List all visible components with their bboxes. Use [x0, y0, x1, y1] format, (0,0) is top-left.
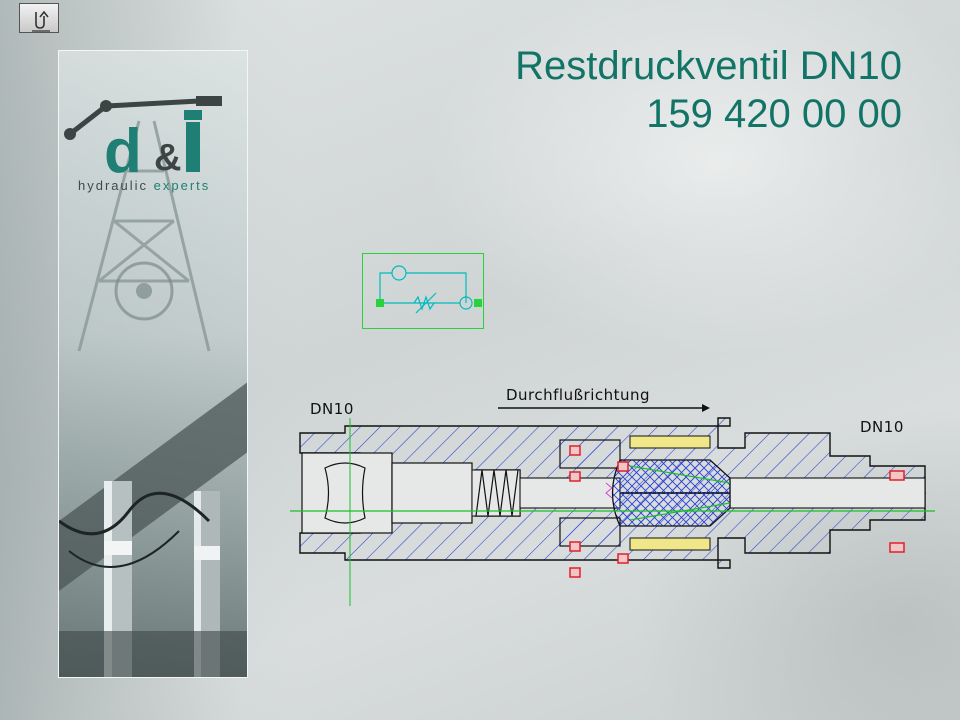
hydraulic-symbol — [362, 253, 484, 329]
brand-tagline-hydraulic: hydraulic — [78, 178, 154, 193]
side-photo-panel — [58, 50, 248, 678]
valve-spring — [475, 469, 519, 517]
home-return-button[interactable] — [19, 3, 59, 33]
svg-text:&: & — [154, 137, 181, 179]
seal-ring — [617, 461, 629, 472]
mining-tower-photo — [59, 120, 247, 677]
seal-ring — [569, 471, 581, 482]
brand-tagline-experts: experts — [153, 178, 211, 193]
valve-cross-section — [290, 404, 935, 606]
seal-ring — [889, 542, 905, 553]
seal-ring — [889, 470, 905, 481]
svg-text:d: d — [104, 117, 142, 182]
page-title: Restdruckventil DN10 159 420 00 00 — [515, 42, 902, 138]
label-dn10-right: DN10 — [860, 418, 904, 436]
label-flow-direction: Durchflußrichtung — [506, 386, 651, 404]
seal-ring — [569, 445, 581, 456]
label-dn10-left: DN10 — [310, 400, 354, 418]
home-return-icon — [32, 10, 50, 32]
page-title-line2: 159 420 00 00 — [646, 92, 902, 136]
seal-ring — [617, 553, 629, 564]
seal-ring — [569, 567, 581, 578]
di-logo: d & — [64, 96, 222, 182]
valve-poppet — [611, 459, 731, 527]
page-title-line1: Restdruckventil DN10 — [515, 44, 902, 88]
seal-ring — [569, 541, 581, 552]
brand-tagline: hydraulic experts — [78, 178, 210, 193]
